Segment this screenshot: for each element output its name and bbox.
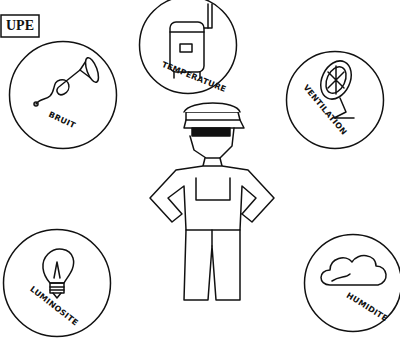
horn-icon [34, 56, 101, 106]
outline-shape [1, 15, 39, 37]
bulb-icon [43, 249, 74, 298]
circle-outline [138, 0, 238, 95]
factor-circle: LUMINOSITE [2, 228, 112, 338]
outline-shape [4, 230, 111, 337]
factor-label: HUMIDITE [345, 291, 390, 324]
title-box: UPE [0, 14, 40, 38]
factor-circle: BRUIT [8, 40, 118, 150]
factor-circle: HUMIDITE [303, 233, 400, 333]
title-text: UPE [0, 14, 40, 38]
cloud-icon [321, 256, 386, 285]
circle-outline [8, 40, 118, 150]
factor-circle: VENTILATION [285, 50, 385, 150]
outline-shape [10, 42, 117, 149]
factor-circle: TEMPERATURE [138, 0, 238, 95]
outline-shape [140, 0, 237, 94]
factor-label: BRUIT [47, 110, 77, 130]
factor-label: LUMINOSITE [28, 284, 80, 327]
outline-shape [305, 235, 400, 332]
outline-shape [287, 52, 384, 149]
circle-outline [285, 50, 385, 150]
circle-outline [2, 228, 112, 338]
factor-label: TEMPERATURE [160, 60, 227, 94]
factor-label: VENTILATION [301, 83, 348, 137]
worker-figure [150, 103, 274, 300]
